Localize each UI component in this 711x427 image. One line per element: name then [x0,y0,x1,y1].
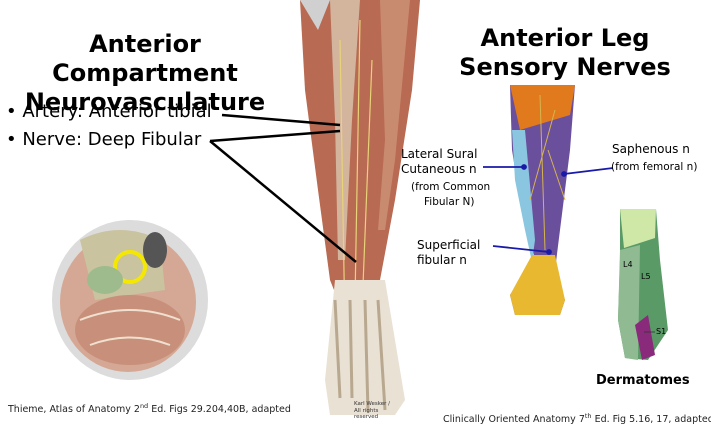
label-line: Superficial [417,238,481,252]
right-citation: Clinically Oriented Anatomy 7th Ed. Fig … [443,412,711,425]
dermatome-s1: S1 [656,327,667,336]
citation-sup: nd [139,402,149,410]
label-superficial-fibular: Superficial fibular n [417,238,480,268]
pointer-lines [209,113,357,263]
title-line-2: Neurovasculature [24,88,266,116]
right-title: Anterior Leg Sensory Nerves [430,24,700,82]
citation-text: Ed. Fig 5.16, 17, adapted [591,414,711,426]
citation-text: Clinically Oriented Anatomy 7 [443,414,585,426]
dermatome-illustration [618,209,668,360]
title-line-2: Sensory Nerves [459,53,671,81]
anterior-leg-muscle-illustration [300,0,420,415]
label-saphenous: Saphenous n [612,142,690,156]
bullet-text: Nerve: Deep Fibular [22,129,202,150]
label-pointers [483,164,614,255]
title-line-1: Anterior Leg [480,24,650,52]
label-line: Cutaneous n [401,162,477,176]
citation-sup: th [584,412,592,420]
left-title: Anterior Compartment Neurovasculature [0,30,290,117]
bullet-nerve: • Nerve: Deep Fibular [6,129,202,150]
label-from-femoral: (from femoral n) [611,161,698,173]
title-line-1: Anterior Compartment [52,30,238,87]
bullet-artery: • Artery: Anterior tibial [6,101,212,122]
label-line: Lateral Sural [401,147,478,161]
label-fibular-n: Fibular N) [424,196,475,208]
dermatome-l5: L5 [641,272,651,281]
sensory-nerves-leg-illustration [510,85,575,315]
left-citation: Thieme, Atlas of Anatomy 2nd Ed. Figs 29… [8,402,291,415]
dermatome-l4: L4 [623,260,633,269]
image-credit: Karl Wesker / All rights reserved [354,401,391,420]
dermatomes-caption: Dermatomes [596,373,690,388]
citation-text: Thieme, Atlas of Anatomy 2 [8,404,140,416]
label-lateral-sural: Lateral Sural Cutaneous n [401,147,477,177]
citation-text: Ed. Figs 29.204,40B, adapted [148,404,291,416]
label-from-common: (from Common [411,181,491,193]
label-line: fibular n [417,253,467,267]
cross-section-illustration [52,220,208,380]
bullet-text: Artery: Anterior tibial [22,101,212,122]
